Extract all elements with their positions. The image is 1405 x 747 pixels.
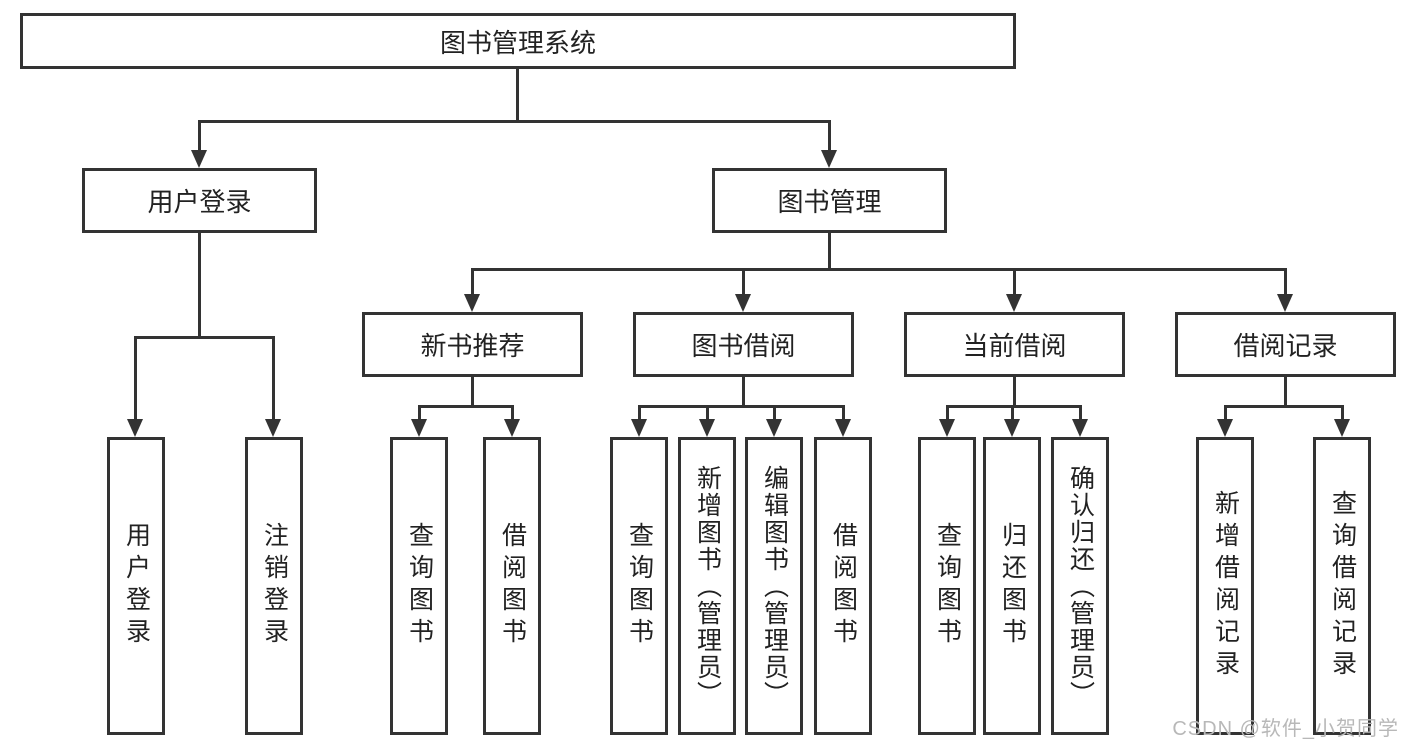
connector-hline — [638, 405, 845, 408]
leaf-edit-book-admin: 编辑图书（管理员） — [745, 437, 803, 735]
connector-vline — [272, 336, 275, 421]
connector-vline — [1284, 377, 1287, 407]
leaf-borrow-books: 借阅图书 — [483, 437, 541, 735]
leaf-return-book: 归还图书 — [983, 437, 1041, 735]
connector-vline — [1224, 405, 1227, 421]
node-new-book-recommendation: 新书推荐 — [362, 312, 583, 377]
connector-vline — [471, 268, 474, 296]
arrow-down-icon — [1277, 294, 1293, 312]
arrow-down-icon — [835, 419, 851, 437]
connector-vline — [1011, 405, 1014, 421]
node-borrowing-records: 借阅记录 — [1175, 312, 1396, 377]
leaf-query-borrow-record: 查询借阅记录 — [1313, 437, 1371, 735]
connector-hline — [1224, 405, 1343, 408]
connector-vline — [418, 405, 421, 421]
arrow-down-icon — [699, 419, 715, 437]
arrow-down-icon — [1334, 419, 1350, 437]
connector-vline — [706, 405, 709, 421]
arrow-down-icon — [1217, 419, 1233, 437]
connector-vline — [1013, 377, 1016, 407]
connector-vline — [1079, 405, 1082, 421]
arrow-down-icon — [1004, 419, 1020, 437]
connector-vline — [1013, 268, 1016, 296]
connector-vline — [516, 69, 519, 120]
connector-vline — [946, 405, 949, 421]
connector-hline — [198, 120, 831, 123]
arrow-down-icon — [265, 419, 281, 437]
node-book-borrowing: 图书借阅 — [633, 312, 854, 377]
arrow-down-icon — [191, 150, 207, 168]
arrow-down-icon — [735, 294, 751, 312]
csdn-watermark: CSDN @软件_小贺同学 — [1172, 718, 1399, 740]
arrow-down-icon — [766, 419, 782, 437]
leaf-borrow-books: 借阅图书 — [814, 437, 872, 735]
connector-hline — [134, 336, 275, 339]
connector-vline — [511, 405, 514, 421]
connector-vline — [1341, 405, 1344, 421]
connector-vline — [828, 233, 831, 268]
connector-vline — [638, 405, 641, 421]
leaf-query-books: 查询图书 — [610, 437, 668, 735]
connector-vline — [828, 120, 831, 152]
arrow-down-icon — [631, 419, 647, 437]
leaf-add-book-admin: 新增图书（管理员） — [678, 437, 736, 735]
leaf-query-books: 查询图书 — [918, 437, 976, 735]
arrow-down-icon — [821, 150, 837, 168]
leaf-add-borrow-record: 新增借阅记录 — [1196, 437, 1254, 735]
leaf-logout: 注销登录 — [245, 437, 303, 735]
arrow-down-icon — [1006, 294, 1022, 312]
node-book-management: 图书管理 — [712, 168, 947, 233]
connector-vline — [134, 336, 137, 421]
connector-vline — [742, 268, 745, 296]
arrow-down-icon — [464, 294, 480, 312]
arrow-down-icon — [1072, 419, 1088, 437]
connector-vline — [742, 377, 745, 407]
connector-vline — [471, 377, 474, 407]
leaf-query-books: 查询图书 — [390, 437, 448, 735]
arrow-down-icon — [939, 419, 955, 437]
node-current-borrowing: 当前借阅 — [904, 312, 1125, 377]
connector-vline — [198, 233, 201, 336]
connector-hline — [418, 405, 513, 408]
connector-hline — [471, 268, 1287, 271]
arrow-down-icon — [127, 419, 143, 437]
node-user-login: 用户登录 — [82, 168, 317, 233]
arrow-down-icon — [504, 419, 520, 437]
connector-vline — [1284, 268, 1287, 296]
node-library-system: 图书管理系统 — [20, 13, 1016, 69]
connector-vline — [842, 405, 845, 421]
arrow-down-icon — [411, 419, 427, 437]
leaf-user-login: 用户登录 — [107, 437, 165, 735]
leaf-confirm-return-admin: 确认归还（管理员） — [1051, 437, 1109, 735]
connector-vline — [198, 120, 201, 152]
connector-vline — [773, 405, 776, 421]
